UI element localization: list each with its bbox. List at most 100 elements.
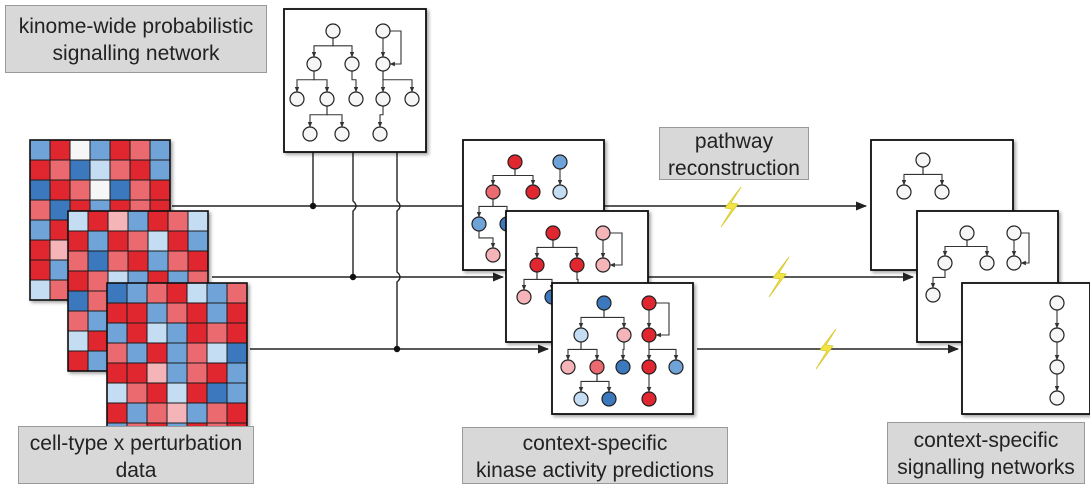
graph-node [595,225,611,241]
heatmap-cell [186,382,208,404]
heatmap-cell [89,179,111,201]
junction-dot-1 [309,202,317,210]
graph-node [525,184,541,200]
heatmap-cell [166,342,188,364]
graph-edge [603,232,623,268]
heatmap-cell [166,402,188,424]
heatmap-cell [149,159,171,181]
graph-node [552,184,568,200]
network-panel-3 [961,282,1090,415]
network-graph-2 [925,225,1030,303]
predictions-label: context-specific kinase activity predict… [462,427,728,484]
graph-node [507,154,523,170]
heatmap-cell [109,179,131,201]
prior-network-graph [289,23,420,142]
graph-node [569,257,585,273]
heatmap-cell [29,199,51,221]
heatmap-cell [106,322,128,344]
heatmap-cell [206,282,228,304]
graph-node [471,216,487,232]
heatmap-cell [147,230,169,252]
graph-node [934,184,950,200]
heatmap-cell [87,210,109,232]
heatmap-cell [127,250,149,272]
heatmap-cell [166,382,188,404]
heatmap-cell [127,230,149,252]
heatmap-cell [146,322,168,344]
heatmap-cell [186,322,208,344]
heatmap-cell [49,279,71,301]
heatmap-cell [67,350,89,372]
graph-node [560,359,576,375]
heatmap-cell [149,139,171,161]
junction-dot-2 [349,273,357,281]
graph-node [334,126,350,142]
heatmap-cell [67,290,89,312]
graph-edge [478,231,496,249]
graph-edge [514,169,536,186]
heatmap-cell [226,382,248,404]
graph-node [589,359,605,375]
heatmap-cell [226,322,248,344]
heatmap-cell [167,250,189,272]
heatmap-cell [69,139,91,161]
heatmap-cell [67,310,89,332]
graph-edge [620,342,626,361]
graph-node [552,154,568,170]
junction-dot-3 [393,345,401,353]
graph-edge [382,71,415,93]
graph-node [979,255,995,271]
heatmap-cell [106,362,128,384]
graph-node [375,56,391,72]
heatmap-cell [147,210,169,232]
networks-label-line-2: signalling networks [897,456,1075,479]
heatmap-matrix-3 [106,282,248,444]
graph-node [545,225,561,241]
heatmap-cell [127,210,149,232]
graph-node [573,327,589,343]
graph-edge [603,310,627,329]
graph-node [615,359,631,375]
heatmap-cell [226,282,248,304]
heatmap-cell [106,302,128,324]
data-label: cell-type x perturbation data [18,426,254,484]
reconstruction-label: pathway reconstruction [659,127,809,180]
graph-node [375,23,391,39]
heatmap-cell [107,210,129,232]
heatmap-cell [126,302,148,324]
heatmap-cell [226,402,248,424]
heatmap-cell [67,210,89,232]
network-label: kinome-wide probabilistic signalling net… [5,5,267,73]
graph-edge [922,167,945,186]
heatmap-cell [49,219,71,241]
heatmap-cell [29,259,51,281]
heatmap-cell [129,139,151,161]
graph-node [937,255,953,271]
heatmap-cell [126,322,148,344]
data-label-line-2: data [115,459,157,482]
heatmap-cell [166,322,188,344]
heatmap-cell [49,239,71,261]
graph-node [306,56,322,72]
heatmap-cell [106,382,128,404]
reconstruction-label-line-2: reconstruction [668,157,800,180]
graph-node [1049,327,1065,343]
heatmap-cell [49,139,71,161]
graph-node [344,56,360,72]
heatmap-cell [49,159,71,181]
lightning-bolt-icon-1 [720,186,742,228]
reconstruction-label-line-1: pathway [694,130,774,153]
graph-node [529,257,545,273]
heatmap-cell [146,342,168,364]
graph-node [319,91,335,107]
network-graph-1 [896,152,950,200]
heatmap-cell [49,259,71,281]
heatmap-cell [107,250,129,272]
graph-node [573,391,589,407]
heatmap-cell [106,402,128,424]
graph-node [641,327,657,343]
graph-edge [377,106,384,128]
heatmap-cell [126,382,148,404]
heatmap-cell [87,330,109,352]
heatmap-cell [107,230,129,252]
